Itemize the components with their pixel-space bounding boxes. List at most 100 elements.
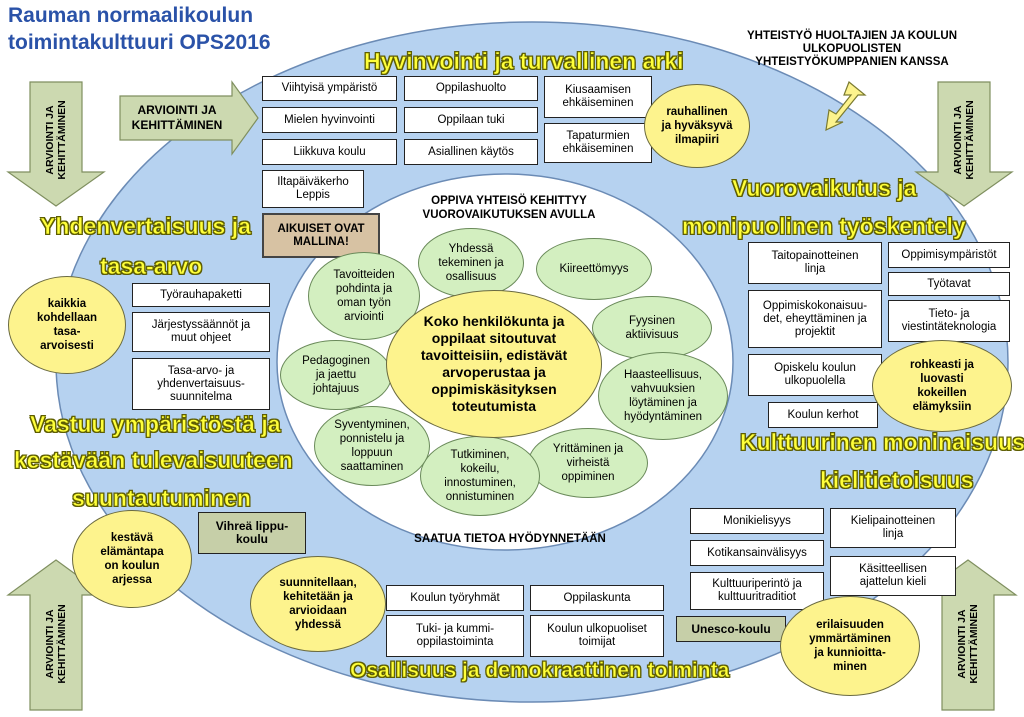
- box-monikielisyys-label: Monikielisyys: [723, 514, 791, 527]
- petal-tutkiminen: Tutkiminen, kokeilu, innostuminen, onnis…: [420, 436, 540, 516]
- box-oppilaskunta: Oppilaskunta: [530, 585, 664, 611]
- circle-rohkeasti: rohkeasti ja luovasti kokeillen elämyksi…: [872, 340, 1012, 432]
- circle-rauhallinen-label: rauhallinen ja hyväksyvä ilmapiiri: [661, 106, 733, 146]
- page-title: Rauman normaalikoulun toimintakulttuuri …: [8, 2, 271, 56]
- heading-kulttuurinen-2: kielitietoisuus: [820, 467, 974, 494]
- box-tyoryhmat: Koulun työryhmät: [386, 585, 524, 611]
- box-liikkuva-label: Liikkuva koulu: [293, 145, 366, 158]
- circle-kaikkia-label: kaikkia kohdellaan tasa- arvoisesti: [36, 298, 98, 352]
- box-tyorauha: Työrauhapaketti: [132, 283, 270, 307]
- box-oppilashuolto-label: Oppilashuolto: [435, 82, 507, 94]
- box-kielipainotteinen-label: Kielipainotteinen linja: [850, 515, 936, 540]
- box-kotikansainvalisyys: Kotikansainvälisyys: [690, 540, 824, 566]
- box-oppilaan-tuki: Oppilaan tuki: [404, 107, 538, 133]
- heading-vuorovaikutus-2: monipuolinen työskentely: [682, 213, 966, 240]
- box-tapaturmien-label: Tapaturmien ehkäiseminen: [562, 130, 634, 155]
- petal-fyysinen-label: Fyysinen aktiivisuus: [625, 315, 679, 341]
- petal-yhdessa: Yhdessä tekeminen ja osallisuus: [418, 228, 524, 298]
- box-vihrea-label: Vihreä lippu- koulu: [215, 519, 289, 546]
- box-mielen-label: Mielen hyvinvointi: [284, 113, 375, 126]
- petal-pedagoginen-label: Pedagoginen ja jaettu johtajuus: [302, 355, 370, 395]
- circle-suunnitellaan: suunnitellaan, kehitetään ja arvioidaan …: [250, 556, 386, 652]
- arviointi-arrow-right-pointing: [119, 80, 259, 156]
- cooperation-double-arrow: [825, 81, 867, 132]
- box-oppilaskunta-label: Oppilaskunta: [563, 591, 631, 604]
- box-kerhot: Koulun kerhot: [768, 402, 878, 428]
- petal-yrittaminen: Yrittäminen ja virheistä oppiminen: [528, 428, 648, 498]
- circle-suunnitellaan-label: suunnitellaan, kehitetään ja arvioidaan …: [279, 577, 357, 631]
- heading-hyvinvointi: Hyvinvointi ja turvallinen arki: [364, 48, 684, 75]
- title-line-2: toimintakulttuuri OPS2016: [8, 31, 271, 54]
- petal-tutkiminen-label: Tutkiminen, kokeilu, innostuminen, onnis…: [444, 449, 516, 503]
- center-circle: Koko henkilökunta ja oppilaat sitoutuvat…: [386, 290, 602, 438]
- box-tyotavat-label: Työtavat: [927, 277, 971, 290]
- box-liikkuva: Liikkuva koulu: [262, 139, 397, 165]
- box-kotikansainvalisyys-label: Kotikansainvälisyys: [707, 546, 807, 559]
- box-asiallinen: Asiallinen käytös: [404, 139, 538, 165]
- box-monikielisyys: Monikielisyys: [690, 508, 824, 534]
- box-opiskelu: Opiskelu koulun ulkopuolella: [748, 354, 882, 396]
- box-kerhot-label: Koulun kerhot: [787, 408, 859, 421]
- box-iltapaivakerho: Iltapäiväkerho Leppis: [262, 170, 364, 208]
- box-tieto: Tieto- ja viestintäteknologia: [888, 300, 1010, 342]
- box-oppimiskokonaisuudet: Oppimiskokonaisuu- det, eheyttäminen ja …: [748, 290, 882, 348]
- box-tasaarvo-label: Tasa-arvo- ja yhdenvertaisuus- suunnitel…: [157, 364, 245, 403]
- petal-tavoitteiden-label: Tavoitteiden pohdinta ja oman työn arvio…: [333, 269, 395, 323]
- box-jarjestys-label: Järjestyssäännöt ja muut ohjeet: [151, 319, 251, 344]
- box-oppilashuolto: Oppilashuolto: [404, 76, 538, 101]
- arviointi-label-left-bottom: ARVIOINTI JA KEHITTÄMINEN: [44, 604, 68, 684]
- box-tuki-kummi-label: Tuki- ja kummi- oppilastoiminta: [415, 623, 495, 648]
- box-unesco-label: Unesco-koulu: [691, 621, 771, 636]
- box-kulttuuriperinto: Kulttuuriperintö ja kulttuuritraditiot: [690, 572, 824, 610]
- circle-rauhallinen: rauhallinen ja hyväksyvä ilmapiiri: [644, 84, 750, 168]
- heading-kulttuurinen-1: Kulttuurinen moninaisuus ja: [740, 429, 1024, 456]
- box-aikuiset-label: AIKUISET OVAT MALLINA!: [277, 222, 365, 248]
- petal-pedagoginen: Pedagoginen ja jaettu johtajuus: [280, 340, 392, 410]
- box-vihrea: Vihreä lippu- koulu: [198, 512, 306, 554]
- circle-kestava: kestävä elämäntapa on koulun arjessa: [72, 510, 192, 608]
- heading-yhdenvertaisuus-1: Yhdenvertaisuus ja: [40, 213, 252, 240]
- box-kiusaamisen: Kiusaamisen ehkäiseminen: [544, 76, 652, 118]
- heading-vastuu-2: kestävään tulevaisuuteen: [14, 447, 293, 474]
- box-kasitteellisen: Käsitteellisen ajattelun kieli: [830, 556, 956, 596]
- box-viihtyisa-label: Viihtyisä ympäristö: [281, 82, 378, 94]
- petal-yrittaminen-label: Yrittäminen ja virheistä oppiminen: [552, 443, 624, 483]
- box-taitopainotteinen: Taitopainotteinen linja: [748, 242, 882, 284]
- inner-top-title: OPPIVA YHTEISÖ KEHITTYY VUOROVAIKUTUKSEN…: [422, 195, 596, 221]
- box-kulttuuriperinto-label: Kulttuuriperintö ja kulttuuritraditiot: [712, 578, 802, 603]
- petal-haasteellisuus: Haasteellisuus, vahvuuksien löytäminen j…: [598, 352, 728, 440]
- box-tasaarvo: Tasa-arvo- ja yhdenvertaisuus- suunnitel…: [132, 358, 270, 410]
- box-tapaturmien: Tapaturmien ehkäiseminen: [544, 123, 652, 163]
- box-oppilaan-tuki-label: Oppilaan tuki: [437, 113, 505, 126]
- box-oppimisymparistot: Oppimisympäristöt: [888, 242, 1010, 268]
- box-tyorauha-label: Työrauhapaketti: [160, 288, 242, 301]
- heading-vastuu-3: suuntautuminen: [72, 485, 251, 512]
- box-tuki-kummi: Tuki- ja kummi- oppilastoiminta: [386, 615, 524, 657]
- arviointi-arrow-left-top: [6, 81, 106, 207]
- box-kiusaamisen-label: Kiusaamisen ehkäiseminen: [562, 84, 634, 109]
- center-circle-label: Koko henkilökunta ja oppilaat sitoutuvat…: [420, 313, 568, 414]
- box-oppimisymparistot-label: Oppimisympäristöt: [901, 248, 997, 261]
- box-aikuiset: AIKUISET OVAT MALLINA!: [262, 213, 380, 258]
- petal-kiireettomyys-label: Kiireettömyys: [559, 263, 629, 275]
- box-tieto-label: Tieto- ja viestintäteknologia: [901, 308, 997, 333]
- heading-vuorovaikutus-1: Vuorovaikutus ja: [732, 175, 917, 202]
- box-tyoryhmat-label: Koulun työryhmät: [410, 591, 500, 604]
- petal-syventyminen-label: Syventyminen, ponnistelu ja loppuun saat…: [334, 419, 410, 473]
- petal-yhdessa-label: Yhdessä tekeminen ja osallisuus: [438, 243, 504, 283]
- petal-syventyminen: Syventyminen, ponnistelu ja loppuun saat…: [314, 406, 430, 486]
- heading-yhdenvertaisuus-2: tasa-arvo: [100, 253, 203, 280]
- circle-erilaisuuden-label: erilaisuuden ymmärtäminen ja kunnioitta-…: [809, 619, 891, 673]
- circle-rohkeasti-label: rohkeasti ja luovasti kokeillen elämyksi…: [910, 359, 974, 413]
- circle-kestava-label: kestävä elämäntapa on koulun arjessa: [100, 532, 164, 586]
- heading-vastuu-1: Vastuu ympäristöstä ja: [30, 411, 281, 438]
- cooperation-text: YHTEISTYÖ HUOLTAJIEN JA KOULUN ULKOPUOLI…: [747, 30, 957, 68]
- box-jarjestys: Järjestyssäännöt ja muut ohjeet: [132, 312, 270, 352]
- box-iltapaivakerho-label: Iltapäiväkerho Leppis: [277, 176, 349, 201]
- arviointi-label-right-top: ARVIOINTI JA KEHITTÄMINEN: [952, 100, 976, 180]
- box-asiallinen-label: Asiallinen käytös: [428, 145, 514, 158]
- box-tyotavat: Työtavat: [888, 272, 1010, 296]
- box-ulkopuoliset-label: Koulun ulkopuoliset toimijat: [547, 623, 647, 648]
- box-mielen: Mielen hyvinvointi: [262, 107, 397, 133]
- box-taitopainotteinen-label: Taitopainotteinen linja: [771, 250, 859, 275]
